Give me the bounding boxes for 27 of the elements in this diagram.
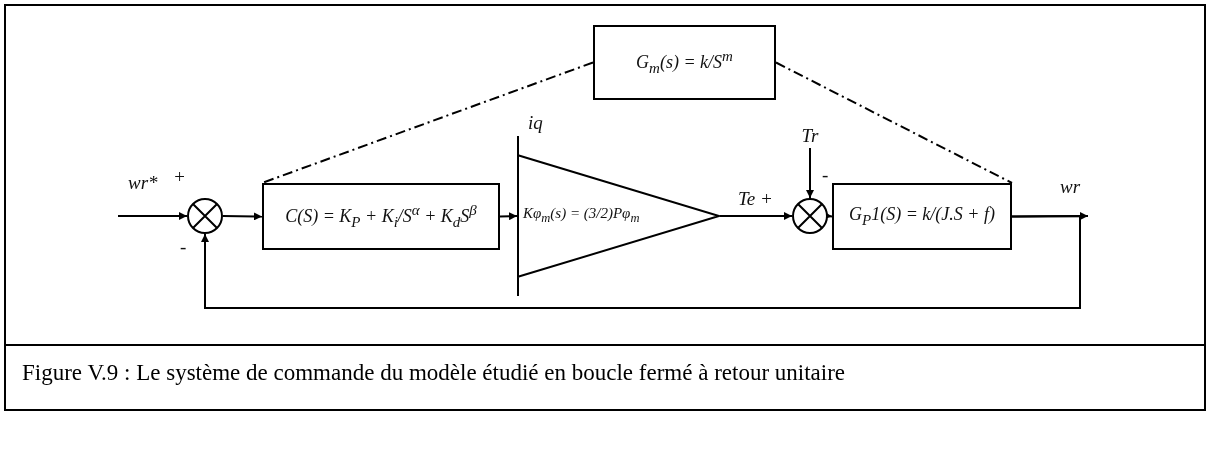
dash-dot-line <box>775 61 1013 184</box>
signal-label: Te + <box>738 188 773 210</box>
gain-triangle <box>517 136 720 296</box>
signal-arrow <box>806 147 814 199</box>
signal-arrow <box>222 212 263 221</box>
signal-label: iq <box>528 112 543 134</box>
signal-label: - <box>822 164 829 186</box>
transfer-function-block <box>832 183 1012 250</box>
summing-junction <box>792 198 828 234</box>
signal-label: - <box>180 236 187 258</box>
signal-arrow <box>499 212 518 221</box>
formula-text: C(S) = K$_{P}$ + K$_{i}$/S$^{α}$ + K$_{d}$S$^{β}$ <box>285 202 477 231</box>
formula-text: Kφ$_{m}$(s) = (3/2)Pφ$_{m}$ <box>523 205 640 226</box>
signal-arrow <box>117 212 188 220</box>
signal-label: + <box>173 166 186 188</box>
signal-arrow <box>719 212 793 220</box>
formula-text: G$_{m}$(s) = k/S$^{m}$ <box>636 48 733 77</box>
signal-label: wr* <box>128 172 158 194</box>
transfer-function-block <box>593 25 776 100</box>
figure-caption: Figure V.9 : Le système de commande du modèle étudié en boucle fermé à retour unitaire <box>22 360 846 386</box>
signal-label: Tr <box>801 125 819 147</box>
transfer-function-block <box>262 183 500 250</box>
signal-label: wr <box>1060 176 1081 198</box>
signal-arrow <box>201 215 1081 309</box>
summing-junction <box>187 198 223 234</box>
dash-dot-line <box>261 61 594 184</box>
formula-text: G$_{P}$1(S) = k/(J.S + f) <box>849 204 995 229</box>
